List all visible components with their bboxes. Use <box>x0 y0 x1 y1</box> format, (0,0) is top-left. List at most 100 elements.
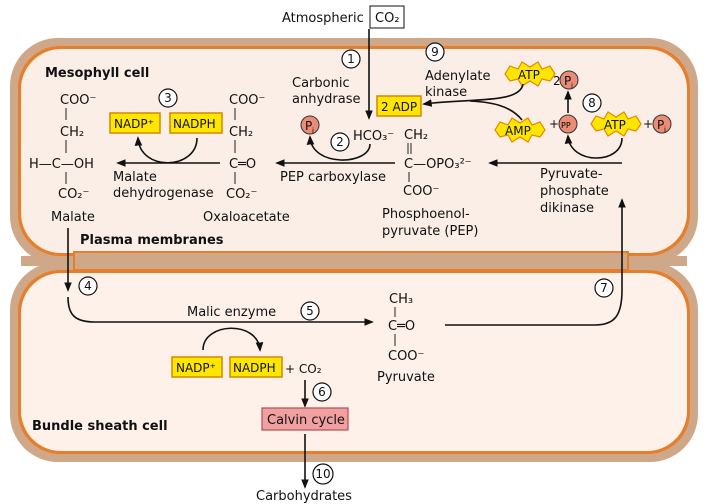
pep-carboxylase-label: PEP carboxylase <box>280 170 386 185</box>
svg-text:CO₂⁻: CO₂⁻ <box>58 187 89 202</box>
svg-text:CH₂: CH₂ <box>229 125 253 140</box>
cell-junction-left <box>21 256 71 266</box>
two-adp-box <box>376 95 422 117</box>
svg-text:3: 3 <box>164 91 172 105</box>
nadph-label: NADPH <box>173 117 216 131</box>
calvin-cycle-label: Calvin cycle <box>267 413 345 428</box>
bundle-sheath-cell-label: Bundle sheath cell <box>32 419 168 434</box>
plus-sign-2: + <box>643 117 653 131</box>
step-4: 4 <box>78 276 98 296</box>
step-10: 10 <box>312 463 334 485</box>
oxaloacetate-label: Oxaloacetate <box>203 210 290 225</box>
pyruvate-transport-line <box>445 260 623 326</box>
svg-text:H—C—OH: H—C—OH <box>29 157 94 172</box>
malic-enzyme-arrow <box>67 296 374 326</box>
svg-text:CH₃: CH₃ <box>389 292 413 307</box>
co2-label: CO₂ <box>375 11 400 26</box>
malate-label: Malate <box>51 210 95 225</box>
nadp-plus-box-bottom <box>171 356 223 378</box>
svg-text:2: 2 <box>336 135 344 149</box>
carbohydrates-label: Carbohydrates <box>256 489 352 504</box>
step-2: 2 <box>330 132 350 152</box>
step-8: 8 <box>582 93 602 113</box>
plasma-membranes-label: Plasma membranes <box>80 233 224 248</box>
svg-text:7: 7 <box>600 281 608 295</box>
step-7: 7 <box>594 278 614 298</box>
atp-starburst-2: ATP <box>590 111 642 137</box>
oxaloacetate-structure: COO⁻ CH₂ C═O CO₂⁻ Oxaloacetate <box>203 93 290 225</box>
nadph-box <box>169 112 223 134</box>
carbonic-anhydrase-label-1: Carbonic <box>292 76 350 91</box>
cell-junction-right <box>632 256 687 266</box>
svg-text:COO⁻: COO⁻ <box>388 349 424 364</box>
malate-structure: COO⁻ CH₂ H—C—OH CO₂⁻ Malate <box>29 93 96 225</box>
malate-dehydrogenase-label-2: dehydrogenase <box>113 186 214 201</box>
atmospheric-label: Atmospheric <box>282 11 364 26</box>
svg-text:5: 5 <box>306 304 314 318</box>
step-1: 1 <box>341 49 361 69</box>
svg-text:9: 9 <box>431 45 439 59</box>
svg-text:P: P <box>657 118 664 132</box>
plus-sign-1: + <box>549 117 559 131</box>
nadp-reduction-arc <box>202 327 264 352</box>
svg-text:1: 1 <box>347 52 355 66</box>
svg-text:Phosphoenol-: Phosphoenol- <box>382 207 470 222</box>
svg-text:CO₂⁻: CO₂⁻ <box>226 187 257 202</box>
svg-text:P: P <box>305 119 312 133</box>
two-adp-label: 2 ADP <box>381 100 417 114</box>
svg-text:CH₂: CH₂ <box>404 128 428 143</box>
plasma-membrane-strip <box>73 251 629 271</box>
step-6: 6 <box>312 382 332 402</box>
amp-starburst: AMP <box>494 117 546 143</box>
co2-box <box>369 5 405 29</box>
svg-text:ATP: ATP <box>604 118 626 132</box>
svg-text:C═O: C═O <box>388 319 415 334</box>
svg-text:i: i <box>312 127 314 135</box>
ppdk-atp-arc <box>564 134 623 159</box>
two-coefficient: 2 <box>553 74 561 88</box>
pyruvate-structure: CH₃ C═O COO⁻ Pyruvate <box>377 292 435 385</box>
bundle-sheath-cell <box>10 262 698 462</box>
step-markers: 1 2 3 4 5 6 7 8 9 10 <box>78 42 614 485</box>
svg-text:AMP: AMP <box>505 124 531 138</box>
nadph-box-bottom <box>229 356 283 378</box>
svg-text:8: 8 <box>588 96 596 110</box>
bicarbonate: HCO₃⁻ <box>353 129 394 144</box>
svg-text:4: 4 <box>84 279 92 293</box>
amp-to-adp-line <box>469 100 523 121</box>
svg-text:i: i <box>571 82 573 90</box>
pyrophosphate-ppi: PP <box>558 114 578 134</box>
pep-carboxylase-pi-arc <box>306 135 371 161</box>
calvin-cycle-box <box>261 407 349 431</box>
nadph-label-bottom: NADPH <box>233 361 276 375</box>
svg-text:10: 10 <box>315 467 330 481</box>
pep-structure: CH₂ C—OPO₃²⁻ COO⁻ Phosphoenol- pyruvate … <box>382 128 478 239</box>
ppdk-label-2: phosphate <box>540 184 609 199</box>
mesophyll-cell-label: Mesophyll cell <box>45 66 149 81</box>
svg-text:COO⁻: COO⁻ <box>60 93 96 108</box>
svg-text:ATP: ATP <box>518 68 540 82</box>
step-9: 9 <box>425 42 445 62</box>
svg-text:COO⁻: COO⁻ <box>403 184 439 199</box>
adenylate-kinase-label-2: kinase <box>425 85 467 100</box>
svg-text:C—OPO₃²⁻: C—OPO₃²⁻ <box>404 157 472 172</box>
malic-enzyme-label: Malic enzyme <box>187 305 276 320</box>
svg-text:6: 6 <box>318 385 326 399</box>
svg-text:C═O: C═O <box>229 157 256 172</box>
pyruvate-label: Pyruvate <box>377 370 435 385</box>
mesophyll-cell <box>10 38 698 264</box>
atp-starburst-1: ATP <box>504 61 556 87</box>
nadp-plus-label-bottom: NADP⁺ <box>176 361 216 375</box>
nadp-plus-box <box>109 112 161 134</box>
adenylate-kinase-arrow <box>422 83 524 107</box>
svg-text:CH₂: CH₂ <box>60 125 84 140</box>
svg-text:pyruvate (PEP): pyruvate (PEP) <box>382 224 478 239</box>
malate-dehydrogenase-label-1: Malate <box>113 170 157 185</box>
nadp-plus-label: NADP⁺ <box>114 117 154 131</box>
svg-text:COO⁻: COO⁻ <box>229 93 265 108</box>
step-5: 5 <box>300 301 320 321</box>
adenylate-kinase-label-1: Adenylate <box>425 69 491 84</box>
